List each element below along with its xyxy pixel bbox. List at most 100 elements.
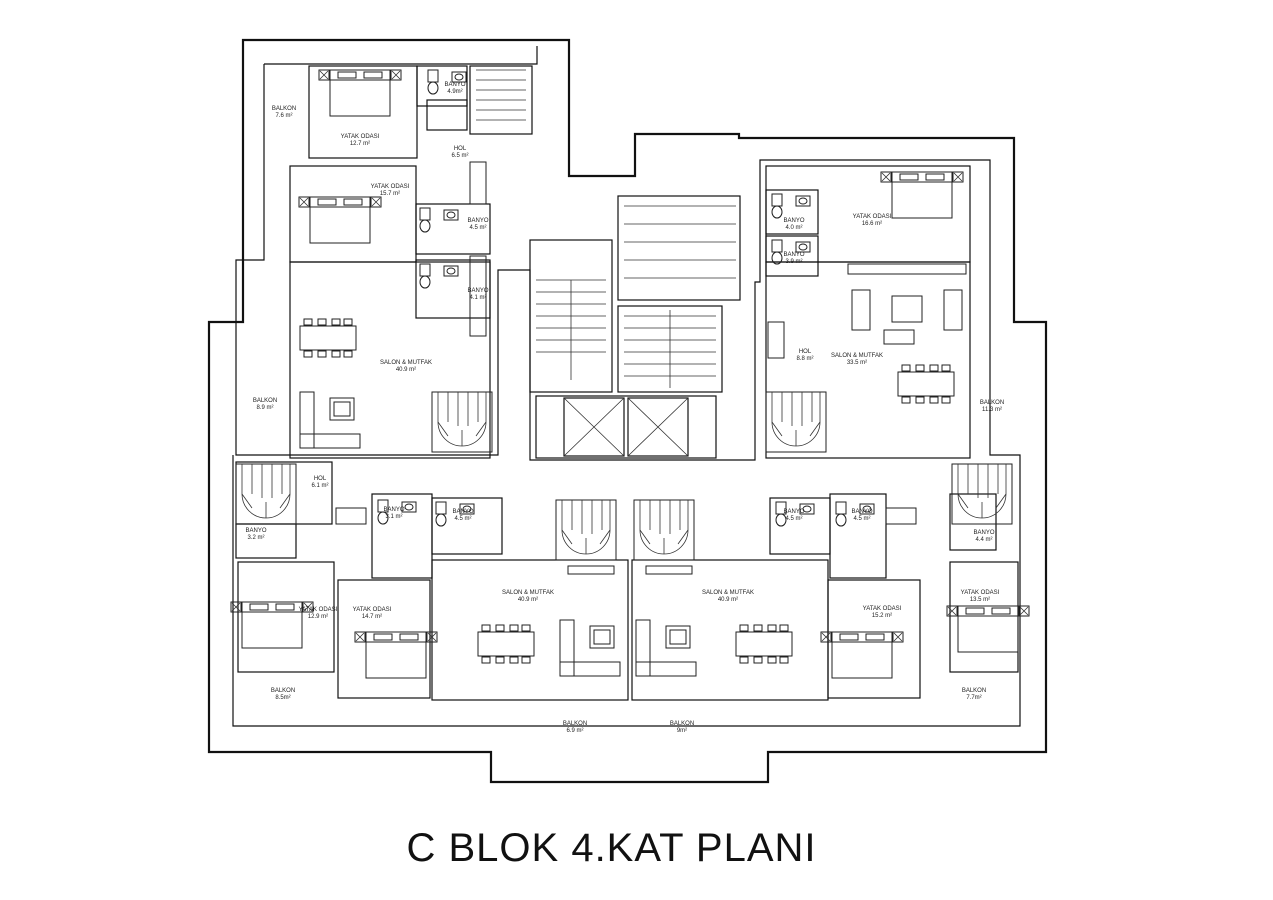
plan-title: C BLOK 4.KAT PLANI xyxy=(406,826,817,870)
core xyxy=(529,195,741,459)
room-name: BANYO xyxy=(973,530,994,536)
room-area: 16.6 m² xyxy=(862,221,882,227)
room-area: 12.7 m² xyxy=(350,141,370,147)
room-name: YATAK ODASI xyxy=(341,134,380,140)
apartment-se xyxy=(631,463,1030,701)
room-area: 13.5 m² xyxy=(970,597,990,603)
room-area: 7.6 m² xyxy=(275,113,292,119)
room-area: 4.5 m² xyxy=(454,516,471,522)
room-area: 40.9 m² xyxy=(396,367,416,373)
room-area: 6.5 m² xyxy=(451,153,468,159)
room-area: 8.8 m² xyxy=(796,356,813,362)
room-area: 4.1 m² xyxy=(469,295,486,301)
room-name: BANYO xyxy=(467,218,488,224)
room-area: 8.9 m² xyxy=(256,405,273,411)
inner-wall-outline xyxy=(232,46,1021,727)
room-area: 9m² xyxy=(677,728,687,734)
room-area: 40.9 m² xyxy=(718,597,738,603)
room-name: BALKON xyxy=(563,721,587,727)
room-name: SALON & MUTFAK xyxy=(502,590,554,596)
room-area: 3.2 m² xyxy=(247,535,264,541)
apartment-ne xyxy=(765,165,971,459)
room-area: 7.7m² xyxy=(966,695,981,701)
room-name: YATAK ODASI xyxy=(353,607,392,613)
room-name: BALKON xyxy=(962,688,986,694)
room-name: BALKON xyxy=(980,400,1004,406)
room-area: 6.9 m² xyxy=(566,728,583,734)
room-area: 4.5 m² xyxy=(469,225,486,231)
room-area: 15.2 m² xyxy=(872,613,892,619)
apartment-sw xyxy=(230,461,629,701)
room-name: YATAK ODASI xyxy=(371,184,410,190)
room-area: 4.9m² xyxy=(447,89,462,95)
room-area: 6.1 m² xyxy=(311,483,328,489)
room-name: YATAK ODASI xyxy=(961,590,1000,596)
room-name: SALON & MUTFAK xyxy=(831,353,883,359)
room-area: 8.5m² xyxy=(275,695,290,701)
room-name: BANYO xyxy=(783,252,804,258)
room-area: 4.0 m² xyxy=(785,225,802,231)
room-name: HOL xyxy=(314,476,327,482)
room-name: BANYO xyxy=(444,82,465,88)
room-name: BALKON xyxy=(272,106,296,112)
room-name: YATAK ODASI xyxy=(853,214,892,220)
room-name: YATAK ODASI xyxy=(863,606,902,612)
room-name: YATAK ODASI xyxy=(299,607,338,613)
room-name: BANYO xyxy=(383,507,404,513)
room-name: BANYO xyxy=(783,218,804,224)
room-name: BANYO xyxy=(783,509,804,515)
room-area: 33.5 m² xyxy=(847,360,867,366)
room-name: SALON & MUTFAK xyxy=(380,360,432,366)
outer-wall xyxy=(207,38,1048,784)
room-name: BALKON xyxy=(271,688,295,694)
room-area: 11.3 m² xyxy=(982,407,1002,413)
room-area: 4.5 m² xyxy=(853,516,870,522)
room-name: BANYO xyxy=(467,288,488,294)
room-name: BALKON xyxy=(253,398,277,404)
apartment-nw xyxy=(289,65,533,459)
room-name: BANYO xyxy=(851,509,872,515)
room-area: 4.5 m² xyxy=(785,516,802,522)
room-area: 3.9 m² xyxy=(785,259,802,265)
room-name: BALKON xyxy=(670,721,694,727)
room-name: BANYO xyxy=(245,528,266,534)
room-area: 14.7 m² xyxy=(362,614,382,620)
room-name: HOL xyxy=(454,146,467,152)
room-area: 40.9 m² xyxy=(518,597,538,603)
room-area: 12.9 m² xyxy=(308,614,328,620)
room-name: HOL xyxy=(799,349,812,355)
room-name: SALON & MUTFAK xyxy=(702,590,754,596)
